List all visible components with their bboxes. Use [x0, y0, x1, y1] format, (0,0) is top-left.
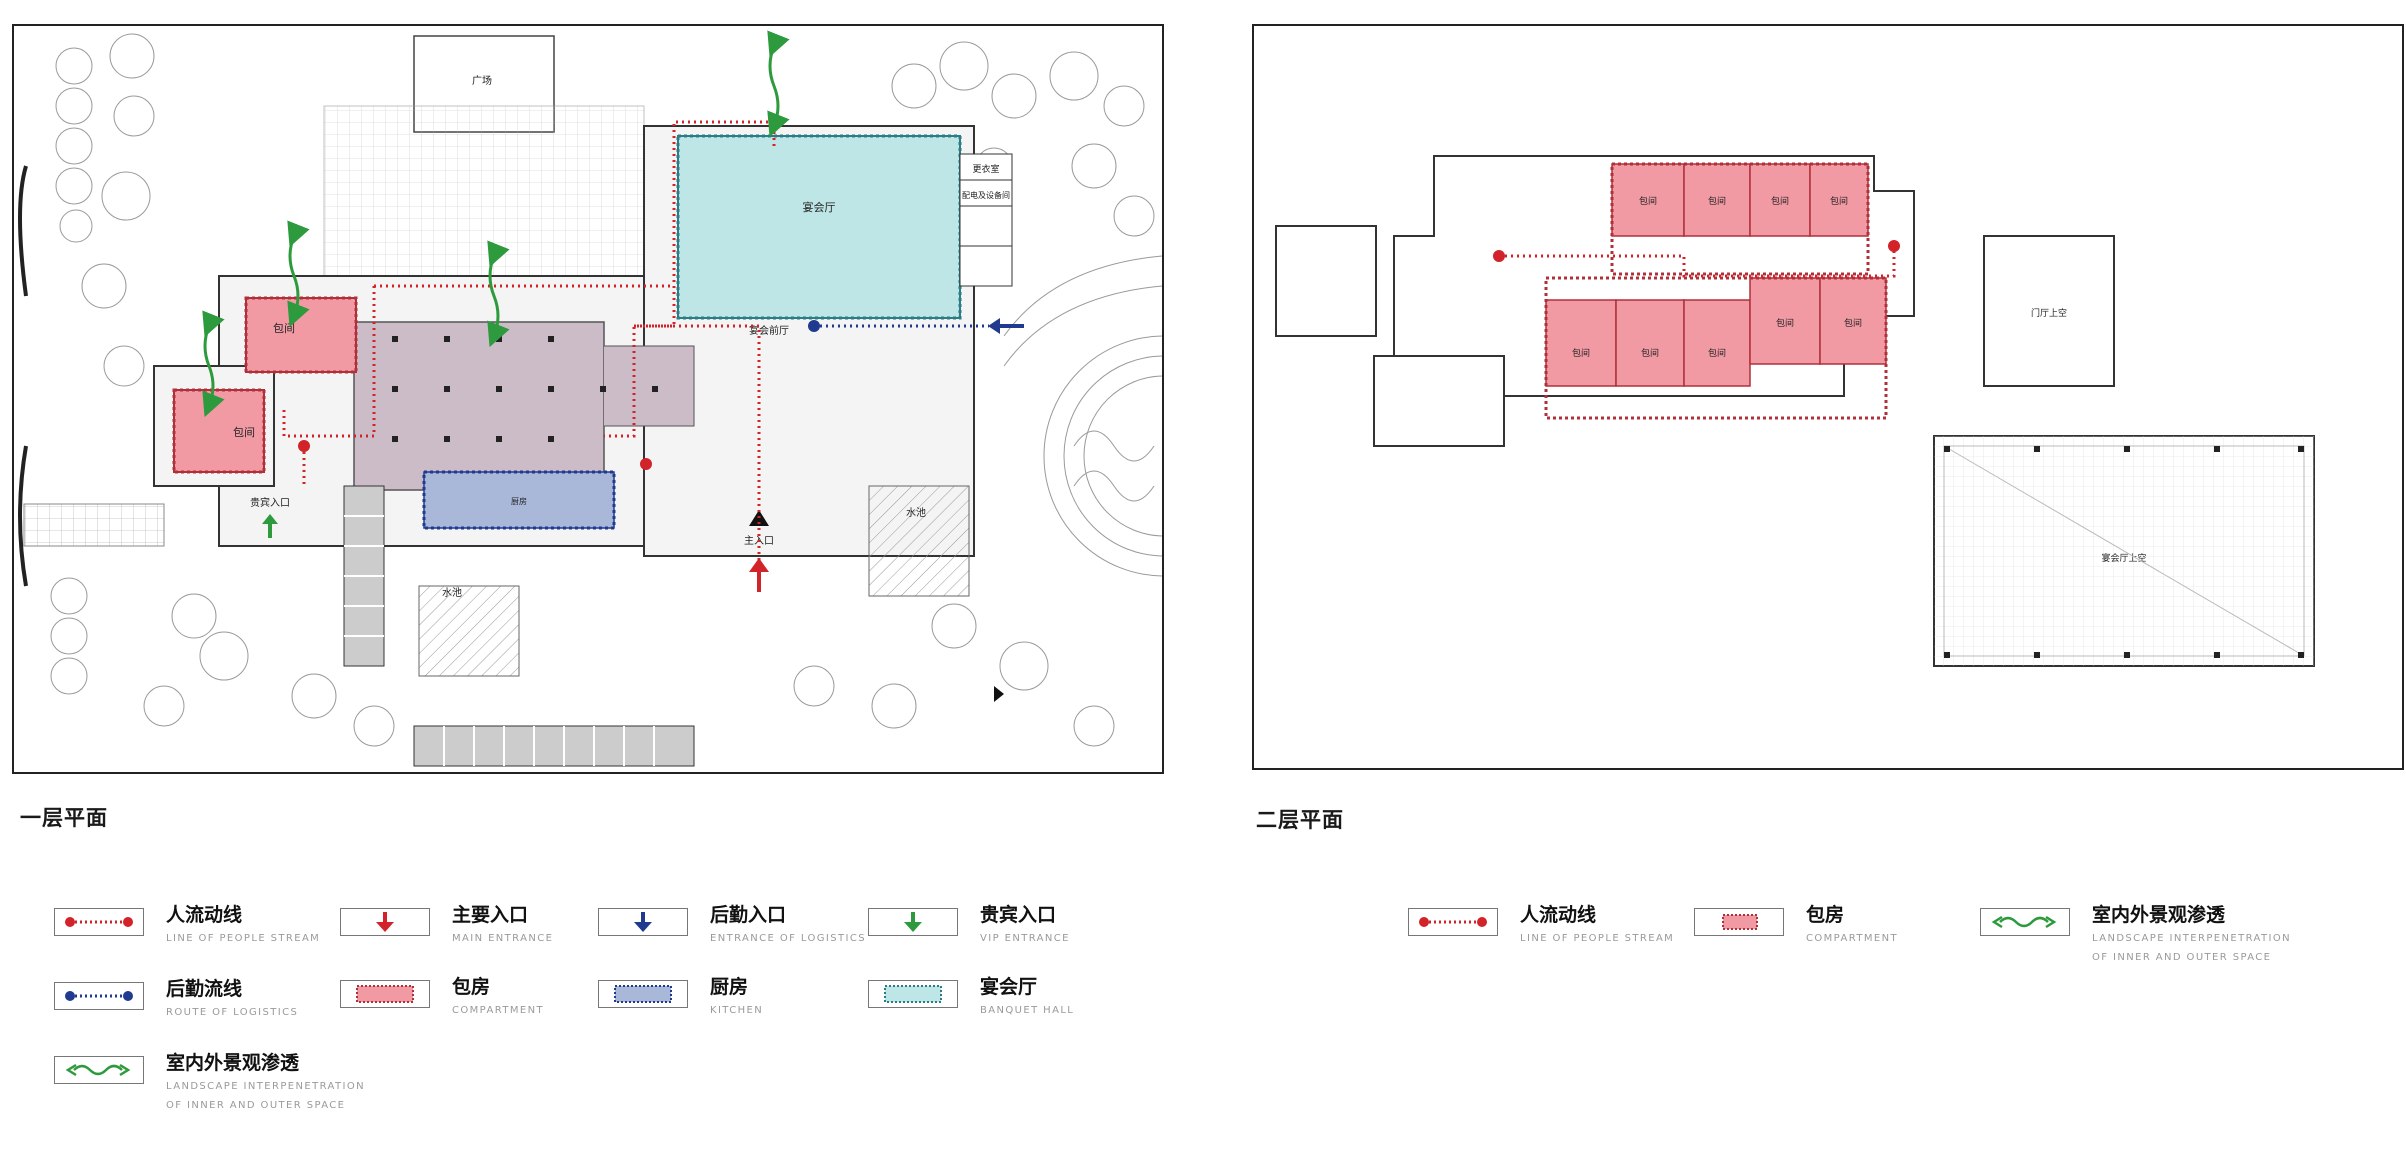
changing-room-label: 更衣室	[972, 163, 999, 175]
legend-label: 人流动线	[166, 904, 243, 926]
people-stream-icon	[1408, 908, 1498, 936]
banquet-foyer-label: 宴会前厅	[749, 324, 789, 337]
f2-room-label-6: 包间	[1641, 347, 1659, 359]
legend-logistics-entrance: 后勤入口 ENTRANCE OF LOGISTICS	[598, 904, 866, 948]
landscape-arrows	[202, 30, 790, 418]
landscape-arrow-icon	[54, 1056, 144, 1084]
logistics-route-icon	[54, 982, 144, 1010]
floor2-people-stream	[1499, 246, 1896, 278]
legend-label: 包房	[1806, 904, 1845, 926]
legend2-people-stream: 人流动线 LINE OF PEOPLE STREAM	[1408, 904, 1675, 948]
f2-columns	[1944, 446, 2304, 658]
legend-label: 主要入口	[452, 904, 529, 926]
legend-vip-entrance: 贵宾入口 VIP ENTRANCE	[868, 904, 1070, 948]
legend-logistics-route: 后勤流线 ROUTE OF LOGISTICS	[54, 978, 299, 1022]
legend-label: 后勤流线	[166, 978, 243, 1000]
pool-left	[418, 585, 520, 677]
f2-room-label-3: 包间	[1771, 195, 1789, 207]
f2-room-label-9: 包间	[1844, 317, 1862, 329]
banquet-hall-area	[677, 135, 961, 319]
legend-label-en: LANDSCAPE INTERPENETRATION	[2092, 933, 2291, 944]
service-rooms	[959, 153, 1013, 287]
f2-room-label-4: 包间	[1830, 195, 1848, 207]
f2-room-label-5: 包间	[1572, 347, 1590, 359]
legend-label-en-2: OF INNER AND OUTER SPACE	[166, 1100, 346, 1111]
plaza-label: 广场	[472, 74, 492, 87]
legend-label: 厨房	[710, 976, 749, 998]
legend-kitchen: 厨房 KITCHEN	[598, 976, 764, 1020]
atrium-void-label: 门厅上空	[2031, 307, 2067, 319]
f2-room-label-2: 包间	[1708, 195, 1726, 207]
first-floor-drawing: 广场 宴会厅 更衣室 配电及设备间	[18, 30, 1162, 767]
legend-label-en: MAIN ENTRANCE	[452, 933, 554, 944]
logistics-entrance-icon	[598, 908, 688, 936]
second-floor-drawing: 包间 包间 包间 包间 包间 包间 包间 包间 包间 门厅上空 宴会厅上空	[1275, 155, 2315, 667]
f2-room-label-7: 包间	[1708, 347, 1726, 359]
legend-label: 人流动线	[1520, 904, 1597, 926]
legend-people-stream: 人流动线 LINE OF PEOPLE STREAM	[54, 904, 321, 948]
legend-label-en: LINE OF PEOPLE STREAM	[1520, 933, 1675, 944]
legend-label: 宴会厅	[980, 976, 1038, 998]
legend-label-en: BANQUET HALL	[980, 1005, 1075, 1016]
power-room-label: 配电及设备间	[962, 190, 1010, 200]
legend-label-en-2: OF INNER AND OUTER SPACE	[2092, 952, 2272, 963]
first-floor-plan: 广场 宴会厅 更衣室 配电及设备间	[12, 24, 1164, 774]
legend-label-en: COMPARTMENT	[1806, 933, 1898, 944]
banquet-hall-swatch-icon	[868, 980, 958, 1008]
legend-label-en: ENTRANCE OF LOGISTICS	[710, 933, 866, 944]
compartment-swatch-icon	[1694, 908, 1784, 936]
legend2-compartment: 包房 COMPARTMENT	[1694, 904, 1898, 948]
pool-right	[868, 485, 970, 597]
legend-label: 包房	[452, 976, 491, 998]
f2-room-label-8: 包间	[1776, 317, 1794, 329]
people-stream-icon	[54, 908, 144, 936]
first-floor-caption: 一层平面	[20, 806, 108, 830]
main-entrance-icon	[340, 908, 430, 936]
legend-label-en: KITCHEN	[710, 1005, 764, 1016]
kitchen-area	[423, 471, 615, 529]
legend-landscape: 室内外景观渗透 LANDSCAPE INTERPENETRATION OF INNE…	[54, 1052, 365, 1115]
legend-label-en: ROUTE OF LOGISTICS	[166, 1007, 299, 1018]
legend-banquet-hall: 宴会厅 BANQUET HALL	[868, 976, 1075, 1020]
pool-label-b: 水池	[906, 506, 926, 519]
banquet-void-label: 宴会厅上空	[2101, 552, 2146, 564]
vip-entrance-label: 贵宾入口	[250, 496, 290, 509]
legend-main-entrance: 主要入口 MAIN ENTRANCE	[340, 904, 554, 948]
site-trees	[50, 33, 1155, 747]
compartment-area-upper	[245, 297, 357, 373]
kitchen-label: 厨房	[511, 496, 527, 506]
legend-label-en: COMPARTMENT	[452, 1005, 544, 1016]
vip-entrance-icon	[868, 908, 958, 936]
floor2-compartments	[1545, 163, 1887, 387]
legend-label-en: LINE OF PEOPLE STREAM	[166, 933, 321, 944]
landscape-arrow-icon	[1980, 908, 2070, 936]
second-floor-caption: 二层平面	[1256, 808, 1344, 832]
bridge	[23, 503, 165, 547]
f2-room-label-1: 包间	[1639, 195, 1657, 207]
dining-hall-area	[353, 321, 605, 491]
terrace-paving	[323, 105, 645, 297]
legend-label: 室内外景观渗透	[166, 1052, 300, 1074]
site-wall	[18, 165, 28, 297]
pool-label-a: 水池	[442, 586, 462, 599]
legend-label-en: LANDSCAPE INTERPENETRATION	[166, 1081, 365, 1092]
legend-label-en: VIP ENTRANCE	[980, 933, 1070, 944]
legend2-landscape: 室内外景观渗透 LANDSCAPE INTERPENETRATION OF INNE…	[1980, 904, 2291, 967]
people-stream-route	[282, 120, 776, 566]
legend-label: 后勤入口	[710, 904, 787, 926]
legend-label: 贵宾入口	[980, 904, 1057, 926]
second-floor-plan: 包间 包间 包间 包间 包间 包间 包间 包间 包间 门厅上空 宴会厅上空	[1252, 24, 2404, 770]
banquet-hall-label: 宴会厅	[803, 200, 836, 214]
compartment-swatch-icon	[340, 980, 430, 1008]
compartment-label-a: 包间	[273, 322, 295, 335]
legend-compartment: 包房 COMPARTMENT	[340, 976, 544, 1020]
circular-garden	[1043, 335, 1162, 577]
compartment-label-b: 包间	[233, 426, 255, 439]
legend-label: 室内外景观渗透	[2092, 904, 2226, 926]
kitchen-swatch-icon	[598, 980, 688, 1008]
